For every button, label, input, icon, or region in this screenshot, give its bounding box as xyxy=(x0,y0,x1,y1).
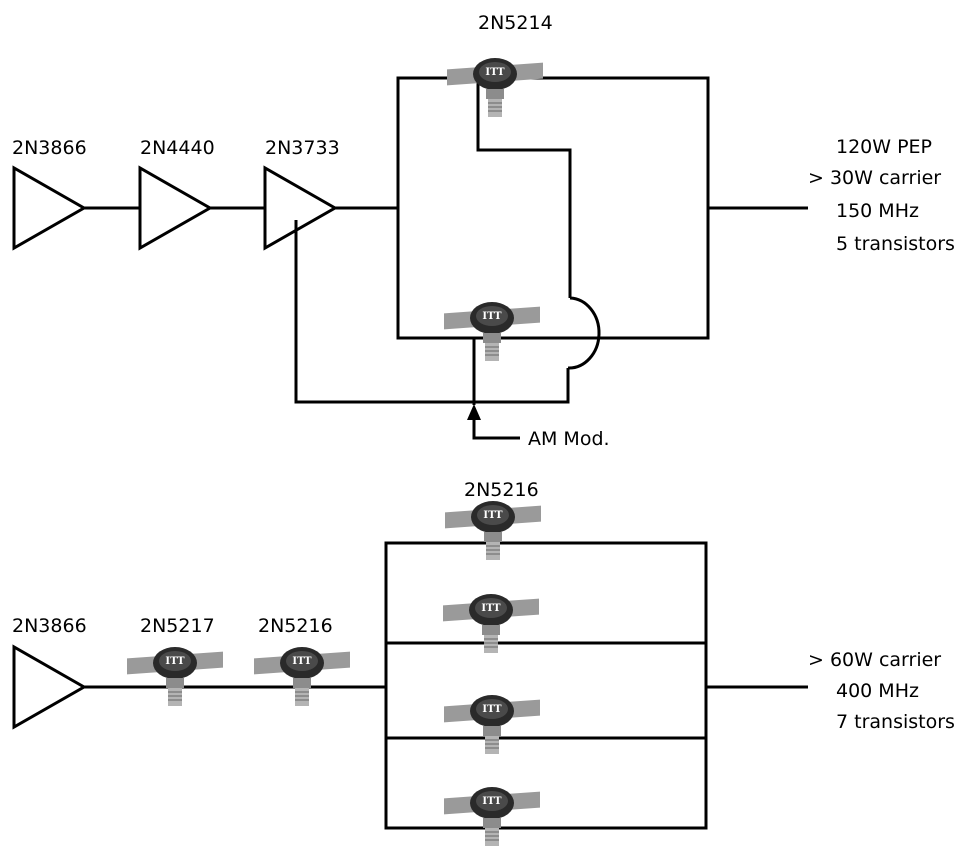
top-stage2-amplifier xyxy=(140,168,210,248)
top-stage3-label: 2N3733 xyxy=(265,137,340,159)
top-spec-count: 5 transistors xyxy=(836,233,955,255)
bottom-final-transistor-1-icon xyxy=(445,501,541,560)
top-stage2-label: 2N4440 xyxy=(140,137,215,159)
top-spec-frequency: 150 MHz xyxy=(836,200,919,222)
am-mod-label: AM Mod. xyxy=(528,428,610,450)
bottom-spec-count: 7 transistors xyxy=(836,711,955,733)
top-upper-transistor-label: 2N5214 xyxy=(478,12,553,34)
top-lower-transistor-icon xyxy=(444,302,540,361)
bottom-stage1-label: 2N3866 xyxy=(12,615,87,637)
bottom-stage3-label: 2N5216 xyxy=(258,615,333,637)
bottom-stage2-label: 2N5217 xyxy=(140,615,215,637)
bottom-spec-frequency: 400 MHz xyxy=(836,680,919,702)
bottom-stage2-transistor-icon xyxy=(127,647,223,706)
bottom-chain xyxy=(14,543,808,828)
bottom-stage1-amplifier xyxy=(14,647,84,727)
top-combiner-box xyxy=(398,78,708,338)
top-spec-carrier: > 30W carrier xyxy=(808,167,941,189)
top-stage1-label: 2N3866 xyxy=(12,137,87,159)
am-mod-arrow-icon xyxy=(467,404,481,420)
bottom-spec-carrier: > 60W carrier xyxy=(808,649,941,671)
top-am-mod-line xyxy=(474,418,520,438)
top-crossover-arc xyxy=(568,298,599,368)
bottom-final-transistor-4-icon xyxy=(444,787,540,846)
top-chain xyxy=(14,78,808,438)
bottom-final-transistor-label: 2N5216 xyxy=(464,479,539,501)
bottom-final-transistor-3-icon xyxy=(444,695,540,754)
bottom-combiner-box xyxy=(386,543,706,828)
top-spec-power: 120W PEP xyxy=(836,136,932,158)
top-stage3-amplifier xyxy=(265,168,335,248)
top-stage1-amplifier xyxy=(14,168,84,248)
top-upper-transistor-icon xyxy=(447,58,543,117)
bottom-stage3-transistor-icon xyxy=(254,647,350,706)
